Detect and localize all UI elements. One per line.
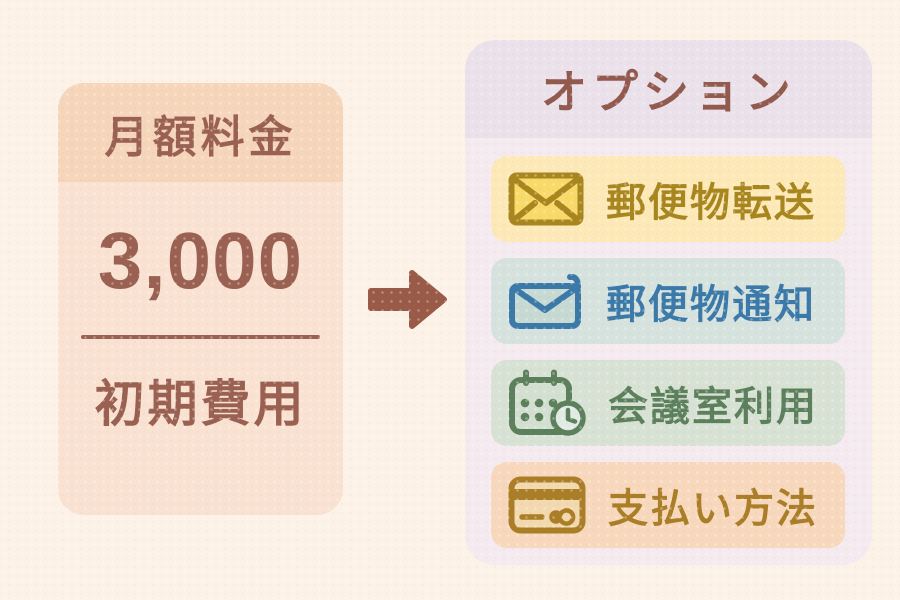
closed-envelope-icon xyxy=(508,172,584,226)
option-row-meeting-room: 会議室利用 xyxy=(491,360,845,446)
monthly-fee-amount: 3,000 xyxy=(97,216,304,305)
options-panel-header: オプション xyxy=(465,40,872,138)
price-card: 月額料金 3,000 初期費用 xyxy=(58,83,343,515)
initial-cost-label: 初期費用 xyxy=(94,376,307,432)
option-label: 郵便物通知 xyxy=(606,283,816,327)
options-title-label: オプション xyxy=(541,66,796,118)
options-panel: オプション 郵便物転送 xyxy=(465,40,872,565)
option-row-mail-notification: 郵便物通知 xyxy=(491,258,845,344)
option-label: 支払い方法 xyxy=(608,487,818,531)
calendar-clock-icon xyxy=(508,369,586,437)
option-label: 郵便物転送 xyxy=(606,181,816,225)
credit-card-icon xyxy=(508,476,586,534)
option-row-mail-forwarding: 郵便物転送 xyxy=(491,156,845,242)
price-card-header: 月額料金 xyxy=(58,83,343,182)
option-label: 会議室利用 xyxy=(608,385,818,429)
right-arrow-icon xyxy=(367,267,449,332)
monthly-fee-label: 月額料金 xyxy=(104,112,297,162)
price-divider xyxy=(81,335,320,339)
options-list: 郵便物転送 郵便物通知 xyxy=(491,156,845,548)
option-row-payment-method: 支払い方法 xyxy=(491,462,845,548)
envelope-notification-icon xyxy=(508,273,584,329)
